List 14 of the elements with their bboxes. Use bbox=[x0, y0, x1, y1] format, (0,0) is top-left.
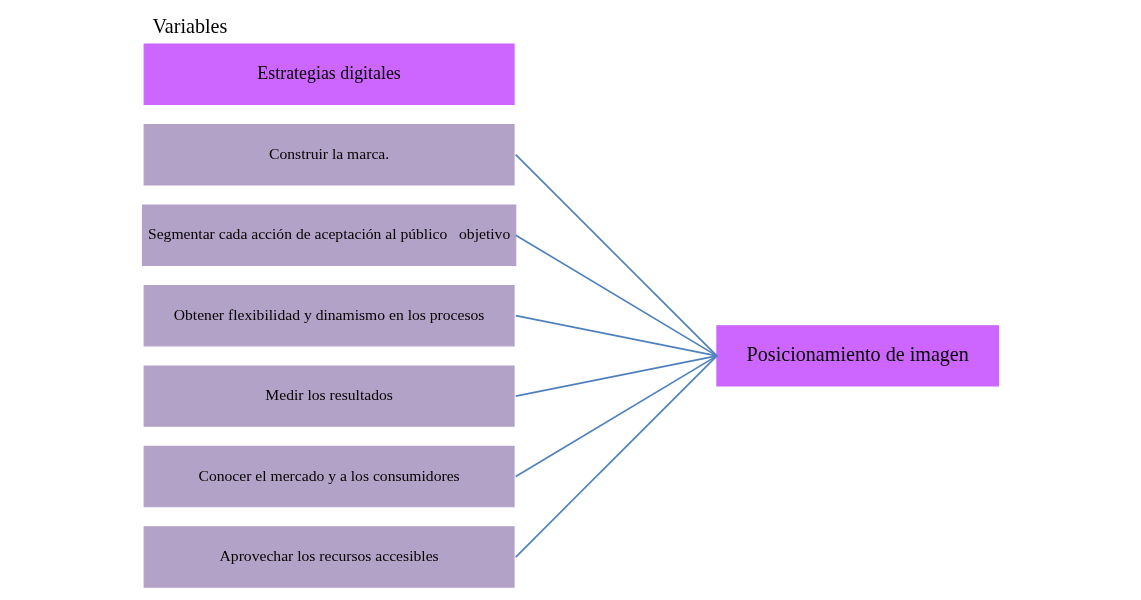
connector bbox=[514, 355, 718, 397]
node-box: Segmentar cada acción de aceptación al público objetivo bbox=[141, 204, 517, 266]
node-box: Conocer el mercado y a los consumidores bbox=[143, 445, 515, 508]
node-box: Aprovechar los recursos accesibles bbox=[143, 526, 515, 588]
connector bbox=[514, 355, 718, 478]
connector bbox=[514, 355, 718, 558]
node-box: Posicionamiento de imagen bbox=[716, 325, 1000, 387]
node-box: Estrategias digitales bbox=[143, 43, 515, 105]
connector bbox=[514, 234, 718, 357]
node-box: Obtener flexibilidad y dinamismo en los procesos bbox=[143, 284, 515, 347]
connector bbox=[514, 153, 718, 357]
node-box: Construir la marca. bbox=[143, 124, 515, 186]
node-box: Medir los resultados bbox=[143, 365, 515, 427]
diagram-title: Variables bbox=[152, 15, 228, 38]
